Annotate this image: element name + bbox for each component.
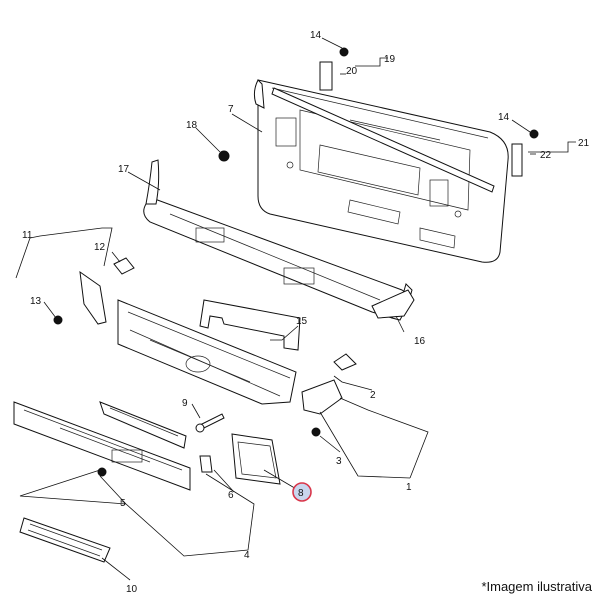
part-11-left-end-cap — [79, 270, 107, 325]
part-5-screw — [97, 467, 107, 477]
callout-5: 5 — [120, 498, 126, 509]
callout-4: 4 — [244, 550, 250, 561]
part-2-right-clip — [333, 353, 357, 371]
part-7-front-panel — [257, 79, 509, 263]
callout-17: 17 — [118, 164, 130, 175]
callout-13: 13 — [30, 296, 42, 307]
top-trim-strip — [271, 87, 495, 193]
callout-10: 10 — [126, 584, 138, 595]
part-14-nut-top — [339, 47, 349, 57]
left-side-flap — [253, 79, 265, 109]
part-3-screw — [311, 427, 321, 437]
callout-8: 8 — [298, 488, 304, 499]
callout-21: 21 — [578, 138, 590, 149]
part-16-right-bracket — [371, 289, 415, 319]
callout-7: 7 — [228, 104, 234, 115]
part-8-plate-bracket — [231, 433, 281, 485]
callout-18: 18 — [186, 120, 198, 131]
callout-20: 20 — [346, 66, 358, 77]
callout-16: 16 — [414, 336, 426, 347]
callout-2: 2 — [370, 390, 376, 401]
part-15-bracket — [199, 299, 301, 351]
callout-15: 15 — [296, 316, 308, 327]
callout-12: 12 — [94, 242, 106, 253]
callout-11: 11 — [22, 230, 33, 241]
callout-6: 6 — [228, 490, 234, 501]
part-19-20-bracket-top — [319, 61, 333, 91]
part-10-grille-strip — [19, 517, 111, 563]
part-14-nut-right — [529, 129, 539, 139]
callout-9: 9 — [182, 398, 188, 409]
callout-1: 1 — [406, 482, 412, 493]
part-18-nut — [218, 150, 230, 162]
part-21-22-bracket-right — [511, 143, 523, 177]
callout-14-top: 14 — [310, 30, 322, 41]
callout-22: 22 — [540, 150, 552, 161]
part-1-right-end-cap — [301, 379, 343, 415]
illustrative-caption: *Imagem ilustrativa — [481, 579, 592, 594]
part-6-clip — [199, 455, 213, 473]
callout-14-right: 14 — [498, 112, 510, 123]
part-5-lower-trim-beam — [13, 401, 191, 491]
lower-bracket-assembly — [99, 401, 187, 449]
part-12-left-clip — [113, 257, 135, 275]
part-9-bolt — [195, 413, 225, 433]
callout-19: 19 — [384, 54, 396, 65]
callout-3: 3 — [336, 456, 342, 467]
leader-lines — [15, 37, 576, 581]
callout-labels: 7 17 18 14 14 19 20 21 22 11 12 13 15 16… — [22, 30, 590, 595]
bumper-main-shell — [117, 299, 297, 405]
callout-8-highlighted[interactable]: 8 — [292, 482, 312, 502]
